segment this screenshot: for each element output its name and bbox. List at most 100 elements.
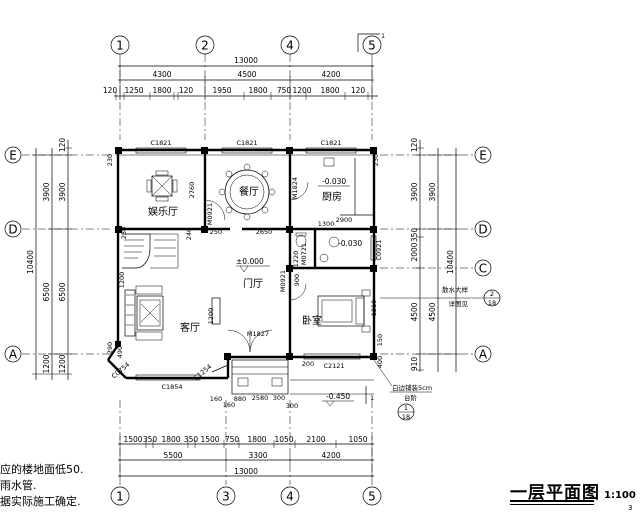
door-m1827: M1827 bbox=[227, 329, 273, 353]
svg-text:D: D bbox=[478, 223, 487, 237]
svg-text:散水大样: 散水大样 bbox=[442, 285, 469, 294]
svg-text:1800: 1800 bbox=[152, 86, 171, 95]
svg-text:2000: 2000 bbox=[410, 242, 419, 261]
svg-text:C: C bbox=[479, 262, 487, 276]
room-bedroom: 卧室 bbox=[302, 314, 322, 327]
svg-text:120: 120 bbox=[179, 86, 194, 95]
svg-text:白边铺装5cm: 白边铺装5cm bbox=[392, 383, 432, 392]
svg-text:C1821: C1821 bbox=[320, 139, 341, 147]
svg-text:3300: 3300 bbox=[248, 451, 267, 460]
svg-text:1500: 1500 bbox=[200, 435, 219, 444]
svg-text:120: 120 bbox=[58, 138, 67, 153]
svg-text:C2121: C2121 bbox=[323, 362, 344, 370]
svg-text:1200: 1200 bbox=[292, 86, 311, 95]
svg-text:13000: 13000 bbox=[234, 56, 258, 65]
axis-bubble-A-right: A bbox=[474, 345, 492, 363]
svg-text:1800: 1800 bbox=[247, 435, 266, 444]
svg-text:1300: 1300 bbox=[318, 220, 335, 228]
svg-text:1500: 1500 bbox=[123, 435, 142, 444]
level-marks: ±0.000 -0.030 -0.030 -0.450 bbox=[236, 177, 362, 407]
svg-text:C1821: C1821 bbox=[236, 139, 257, 147]
door-m1824: M1824 bbox=[289, 177, 309, 201]
svg-text:4300: 4300 bbox=[152, 70, 171, 79]
svg-text:台阶: 台阶 bbox=[404, 393, 418, 402]
svg-text:M0721: M0721 bbox=[300, 243, 308, 265]
axis-lines-horizontal bbox=[22, 154, 474, 355]
title-underline-thin bbox=[510, 504, 594, 505]
svg-text:1800: 1800 bbox=[248, 86, 267, 95]
svg-text:5: 5 bbox=[368, 39, 376, 53]
window-c1854: C1854 bbox=[135, 374, 201, 391]
svg-text:300: 300 bbox=[273, 394, 285, 402]
level-kitchen: -0.030 bbox=[322, 177, 346, 186]
svg-text:1950: 1950 bbox=[212, 86, 231, 95]
svg-text:350: 350 bbox=[184, 435, 199, 444]
bed bbox=[317, 289, 371, 333]
dining-table bbox=[218, 163, 276, 221]
svg-text:3900: 3900 bbox=[58, 182, 67, 201]
svg-text:E: E bbox=[9, 149, 17, 163]
internal-dimensions: 2760 2650 2900 1300 1200 1220 250 900 12… bbox=[106, 154, 384, 410]
room-foyer: 门厅 bbox=[243, 277, 263, 290]
entrance-steps bbox=[231, 359, 374, 395]
axis-bubble-5-bottom: 5 bbox=[362, 486, 382, 506]
svg-text:5: 5 bbox=[368, 490, 376, 504]
note-line: 雨水管. bbox=[0, 479, 37, 492]
door-m0921b: M0921 bbox=[279, 270, 307, 301]
room-kitchen: 厨房 bbox=[322, 190, 342, 203]
drawing-title: 一层平面图 bbox=[510, 483, 600, 503]
svg-text:120: 120 bbox=[351, 86, 366, 95]
note-line: 应的楼地面低50. bbox=[0, 463, 84, 476]
axis-bubble-1-bottom: 1 bbox=[110, 486, 130, 506]
wc-fixtures bbox=[295, 232, 340, 263]
svg-text:200: 200 bbox=[302, 360, 314, 368]
sofa-set bbox=[124, 285, 164, 341]
page-corner-number: 3 bbox=[628, 504, 633, 512]
svg-text:1: 1 bbox=[116, 39, 124, 53]
svg-text:13000: 13000 bbox=[234, 467, 258, 476]
axis-bubble-D-left: D bbox=[4, 220, 22, 238]
svg-text:详图见: 详图见 bbox=[449, 299, 469, 308]
dims-top: 13000 4300 4500 4200 120 1250 1800 120 1… bbox=[103, 56, 378, 100]
axis-bubble-D-right: D bbox=[474, 220, 492, 238]
svg-text:1: 1 bbox=[404, 404, 408, 412]
svg-text:230: 230 bbox=[120, 227, 128, 239]
svg-text:880: 880 bbox=[234, 395, 246, 403]
room-living: 客厅 bbox=[180, 321, 200, 334]
svg-text:300: 300 bbox=[286, 402, 298, 410]
svg-text:10400: 10400 bbox=[26, 250, 35, 274]
svg-text:E: E bbox=[479, 149, 487, 163]
svg-text:160: 160 bbox=[223, 401, 235, 409]
svg-text:2760: 2760 bbox=[188, 182, 196, 199]
svg-text:4500: 4500 bbox=[237, 70, 256, 79]
svg-text:1800: 1800 bbox=[161, 435, 180, 444]
svg-text:4200: 4200 bbox=[321, 451, 340, 460]
axis-bubble-3-bottom: 3 bbox=[216, 486, 236, 506]
svg-text:2650: 2650 bbox=[256, 228, 273, 236]
svg-text:490: 490 bbox=[116, 346, 124, 358]
svg-text:4200: 4200 bbox=[321, 70, 340, 79]
svg-text:1200: 1200 bbox=[58, 354, 67, 373]
svg-text:150: 150 bbox=[376, 334, 384, 346]
svg-text:1800: 1800 bbox=[320, 86, 339, 95]
svg-text:230: 230 bbox=[106, 154, 114, 166]
svg-text:1200: 1200 bbox=[207, 308, 215, 325]
svg-text:1050: 1050 bbox=[348, 435, 367, 444]
svg-text:1: 1 bbox=[370, 394, 374, 402]
svg-text:D: D bbox=[8, 223, 17, 237]
axis-lines-vertical bbox=[119, 54, 373, 485]
room-entertainment: 娱乐厅 bbox=[148, 205, 178, 218]
svg-text:290: 290 bbox=[106, 342, 114, 354]
svg-text:C1821: C1821 bbox=[150, 139, 171, 147]
svg-text:M0921: M0921 bbox=[279, 270, 287, 292]
detail-callout-2-18: 2 18 散水大样 详图见 bbox=[380, 285, 501, 308]
svg-text:18: 18 bbox=[488, 299, 496, 307]
svg-text:3900: 3900 bbox=[42, 182, 51, 201]
axis-bubble-4-top: 4 bbox=[280, 35, 300, 55]
note-line: 据实际施工确定. bbox=[0, 495, 81, 508]
level-outside: -0.450 bbox=[326, 392, 350, 401]
structural-columns bbox=[115, 147, 377, 360]
building-walls bbox=[107, 148, 376, 380]
svg-text:400: 400 bbox=[376, 356, 384, 368]
axis-bubble-E-right: E bbox=[474, 146, 492, 164]
